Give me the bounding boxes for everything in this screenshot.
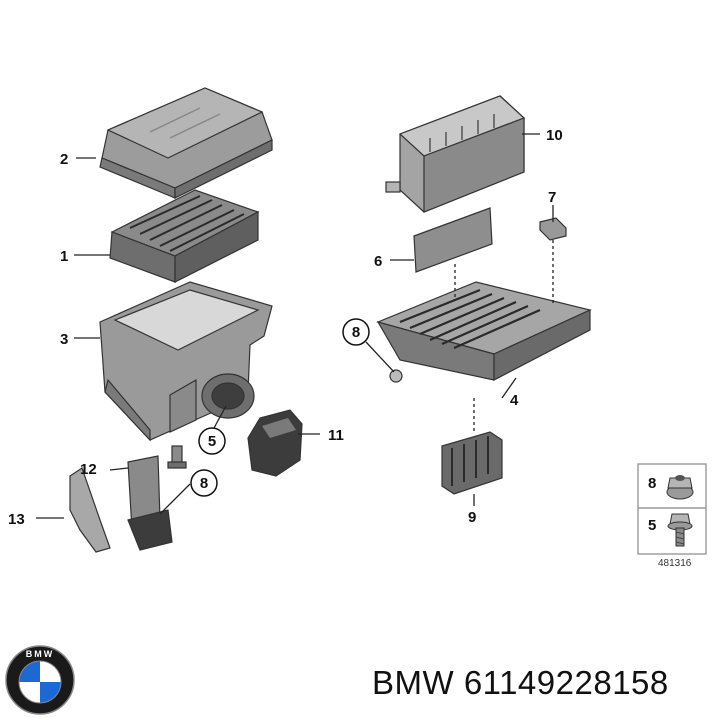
brand-part-number: BMW 61149228158 xyxy=(372,664,669,701)
cover-lid-part xyxy=(99,87,273,199)
flange-bolt-icon xyxy=(667,513,693,547)
callout-1: 1 xyxy=(60,248,68,265)
callout-6: 6 xyxy=(374,253,382,270)
bmw-logo: BMW xyxy=(5,645,75,715)
distribution-box-part xyxy=(376,281,592,383)
fastener-legend: 8 5 481316 xyxy=(637,463,707,569)
clip-part xyxy=(539,217,567,241)
relay-block-part xyxy=(441,431,503,495)
legend-item-8: 8 xyxy=(648,475,656,492)
housing-part xyxy=(99,281,273,442)
callout-5-ring xyxy=(198,427,226,455)
callout-8-upper: 8 xyxy=(352,324,360,341)
flange-nut-icon xyxy=(666,475,694,500)
grommet-part xyxy=(247,409,303,477)
callout-3: 3 xyxy=(60,331,68,348)
callout-2: 2 xyxy=(60,151,68,168)
bracket-part xyxy=(69,455,173,553)
callout-8-lower: 8 xyxy=(200,475,208,492)
callout-11: 11 xyxy=(328,427,344,444)
callout-12: 12 xyxy=(80,461,97,478)
sensor-pin-part xyxy=(167,445,187,469)
callout-4: 4 xyxy=(510,392,519,409)
legend-item-5: 5 xyxy=(648,517,656,534)
callout-5: 5 xyxy=(208,433,216,450)
callout-9: 9 xyxy=(468,509,476,526)
label-pad-part xyxy=(413,207,493,273)
drawing-number: 481316 xyxy=(658,558,692,569)
callout-8-ring-lower xyxy=(190,469,218,497)
callout-7: 7 xyxy=(548,189,556,206)
logo-lettering: BMW xyxy=(26,649,55,659)
leader-lines xyxy=(36,133,554,519)
fuse-box-module-part xyxy=(109,189,260,283)
callout-10: 10 xyxy=(546,127,563,144)
callout-8-ring-upper xyxy=(342,318,370,346)
control-unit-part xyxy=(385,95,526,213)
callout-13: 13 xyxy=(8,511,25,528)
